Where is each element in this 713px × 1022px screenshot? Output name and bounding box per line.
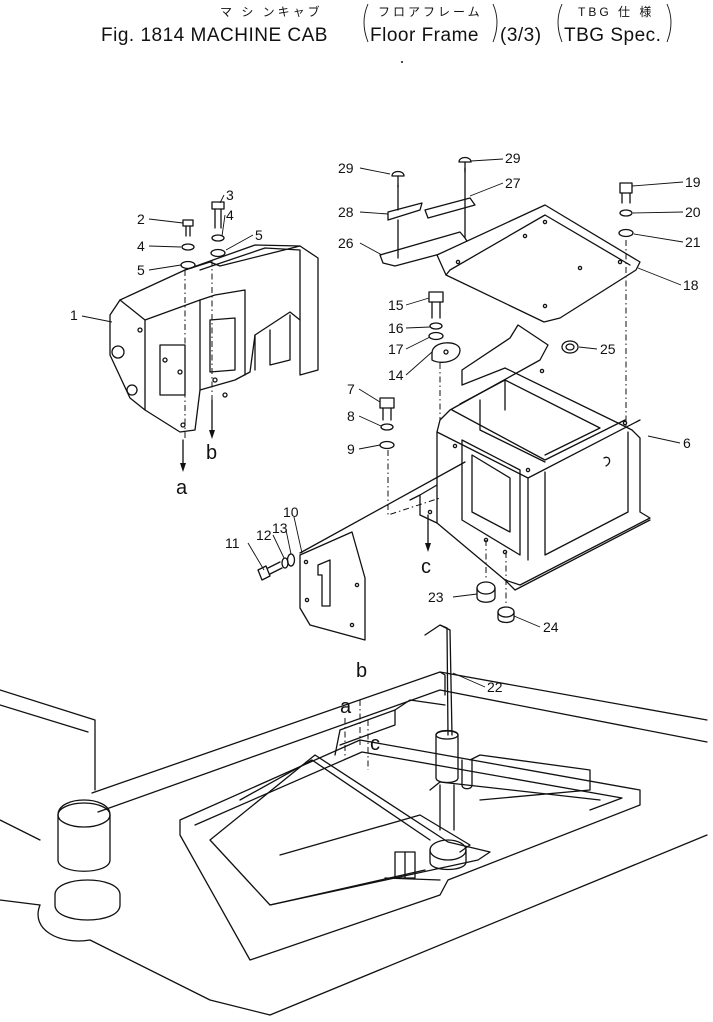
figure-title: Fig. 1814 MACHINE CAB <box>101 25 328 46</box>
callout-6: 6 <box>683 435 691 451</box>
floor-opening-inner <box>209 754 491 906</box>
callout-23: 23 <box>428 589 444 605</box>
bolt-15 <box>428 291 461 420</box>
part-1-window-right <box>209 317 236 373</box>
part-28 <box>387 202 423 221</box>
callout-22: 22 <box>487 679 503 695</box>
lever-base <box>429 839 467 861</box>
callout-5b: 5 <box>255 227 263 243</box>
figure-subtitle: Floor Frame <box>370 25 479 46</box>
callout-15: 15 <box>388 297 404 313</box>
callout-3: 3 <box>226 187 234 203</box>
part-29-screw-b <box>458 156 472 163</box>
paren-left-1 <box>363 3 369 43</box>
callout-18: 18 <box>683 277 699 293</box>
callout-12: 12 <box>256 527 272 543</box>
part-29-screw-a <box>391 170 405 177</box>
lever-22 <box>424 624 473 871</box>
callout-29b: 29 <box>505 150 521 166</box>
callout-16: 16 <box>388 320 404 336</box>
title-kana-main: マ シ ンキャブ <box>220 4 323 19</box>
callout-19: 19 <box>685 174 701 190</box>
figure-spec: TBG Spec. <box>564 25 661 46</box>
paren-right-2 <box>666 3 672 43</box>
part-14-plate <box>431 342 461 363</box>
part-1-housing <box>109 244 319 433</box>
callout-20: 20 <box>685 204 701 220</box>
callout-8: 8 <box>347 408 355 424</box>
bushings-23-24 <box>476 540 515 624</box>
callout-25: 25 <box>600 341 616 357</box>
callout-17: 17 <box>388 341 404 357</box>
ref-c-top: c <box>421 556 431 578</box>
ref-a-top: a <box>176 477 188 499</box>
floor-left-boss <box>54 879 121 921</box>
ref-b-floor: b <box>356 660 367 682</box>
part-25-grommet <box>561 340 579 354</box>
part-6-window <box>461 439 521 556</box>
figure-page-part: (3/3) <box>500 25 542 46</box>
callout-24: 24 <box>543 619 559 635</box>
reference-letters: a b c b a c <box>176 442 431 755</box>
callout-28: 28 <box>338 204 354 220</box>
part-27 <box>424 197 476 219</box>
callout-11: 11 <box>225 535 240 551</box>
callout-9: 9 <box>347 441 355 457</box>
title-kana-spec: TBG 仕 様 <box>578 5 654 19</box>
ref-a-floor: a <box>340 696 352 718</box>
callout-14: 14 <box>388 367 404 383</box>
callout-27: 27 <box>505 175 521 191</box>
callout-21: 21 <box>685 234 701 250</box>
ref-c-floor: c <box>370 733 380 755</box>
callout-10: 10 <box>283 504 299 520</box>
callout-29a: 29 <box>338 160 354 176</box>
callout-4b: 4 <box>226 207 234 223</box>
leader-lines <box>81 158 684 688</box>
title-block: マ シ ンキャブ フロアフレーム TBG 仕 様 Fig. 1814 MACHI… <box>101 3 672 46</box>
floor-top-edges <box>91 671 708 813</box>
bolt-19 <box>618 182 634 432</box>
brackets-26-29 <box>379 156 476 267</box>
bolt-11 <box>257 553 296 581</box>
callout-1: 1 <box>70 307 78 323</box>
part-6-box <box>409 324 651 591</box>
callout-labels: 1 2 3 4 4 5 5 6 7 8 9 10 11 12 13 14 15 … <box>70 150 701 695</box>
title-kana-sub: フロアフレーム <box>378 5 483 19</box>
callout-7: 7 <box>347 381 355 397</box>
ref-arrow-c <box>425 514 431 552</box>
part-10-plate <box>299 461 466 641</box>
floor-frame <box>0 671 708 1016</box>
callout-4a: 4 <box>137 238 145 254</box>
floor-front-edge <box>269 834 708 1016</box>
floor-left-edge <box>0 689 96 791</box>
paren-left-2 <box>557 3 563 43</box>
callout-5a: 5 <box>137 262 145 278</box>
floor-left-post <box>57 799 111 872</box>
bolt-7 <box>379 397 441 516</box>
callout-13: 13 <box>272 520 288 536</box>
ref-b-top: b <box>206 442 217 464</box>
callout-2: 2 <box>137 211 145 227</box>
callout-26: 26 <box>338 235 354 251</box>
floor-opening-outer <box>179 739 641 961</box>
part-18-cover <box>436 204 641 323</box>
paren-right-1 <box>492 3 498 43</box>
